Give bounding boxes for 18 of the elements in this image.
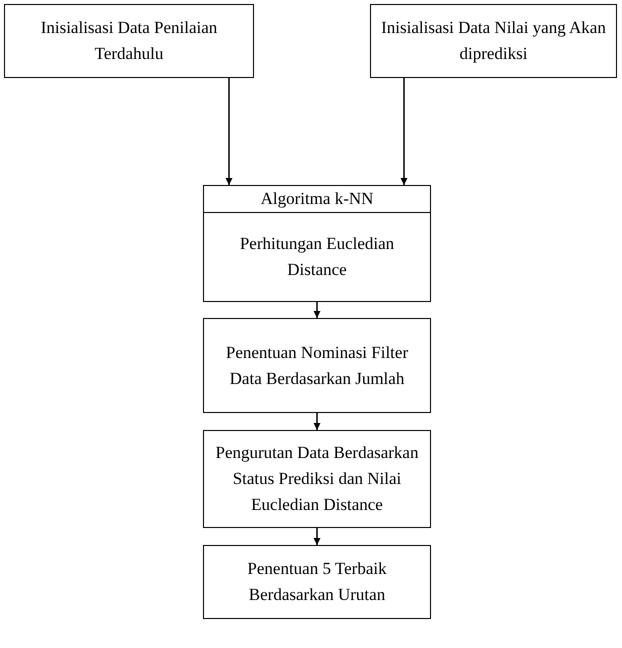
process-box: [203, 430, 431, 528]
group-heading: Algoritma k-NN: [260, 188, 374, 210]
arrow: [314, 413, 320, 430]
process-box: [4, 4, 254, 78]
process-box: [203, 318, 431, 413]
box-text: Penentuan 5 Terbaik Berdasarkan Urutan: [246, 558, 388, 606]
box-text: Penentuan Nominasi Filter Data Berdasarkan Jumlah: [224, 342, 410, 390]
process-box: [370, 4, 617, 78]
arrow: [226, 78, 232, 185]
box-text: Inisialisasi Data Nilai yang Akan diprediksi: [380, 17, 607, 65]
arrow: [314, 302, 320, 318]
box-text: Pengurutan Data Berdasarkan Status Prediksi dan Nilai Eucledian Distance: [214, 442, 420, 516]
process-box: [203, 545, 431, 619]
arrow: [400, 78, 408, 185]
arrow: [314, 528, 320, 545]
box-text: Inisialisasi Data Penilaian Terdahulu: [40, 17, 218, 65]
box-text: Perhitungan Eucledian Distance: [238, 233, 396, 281]
group-box: [203, 185, 431, 302]
